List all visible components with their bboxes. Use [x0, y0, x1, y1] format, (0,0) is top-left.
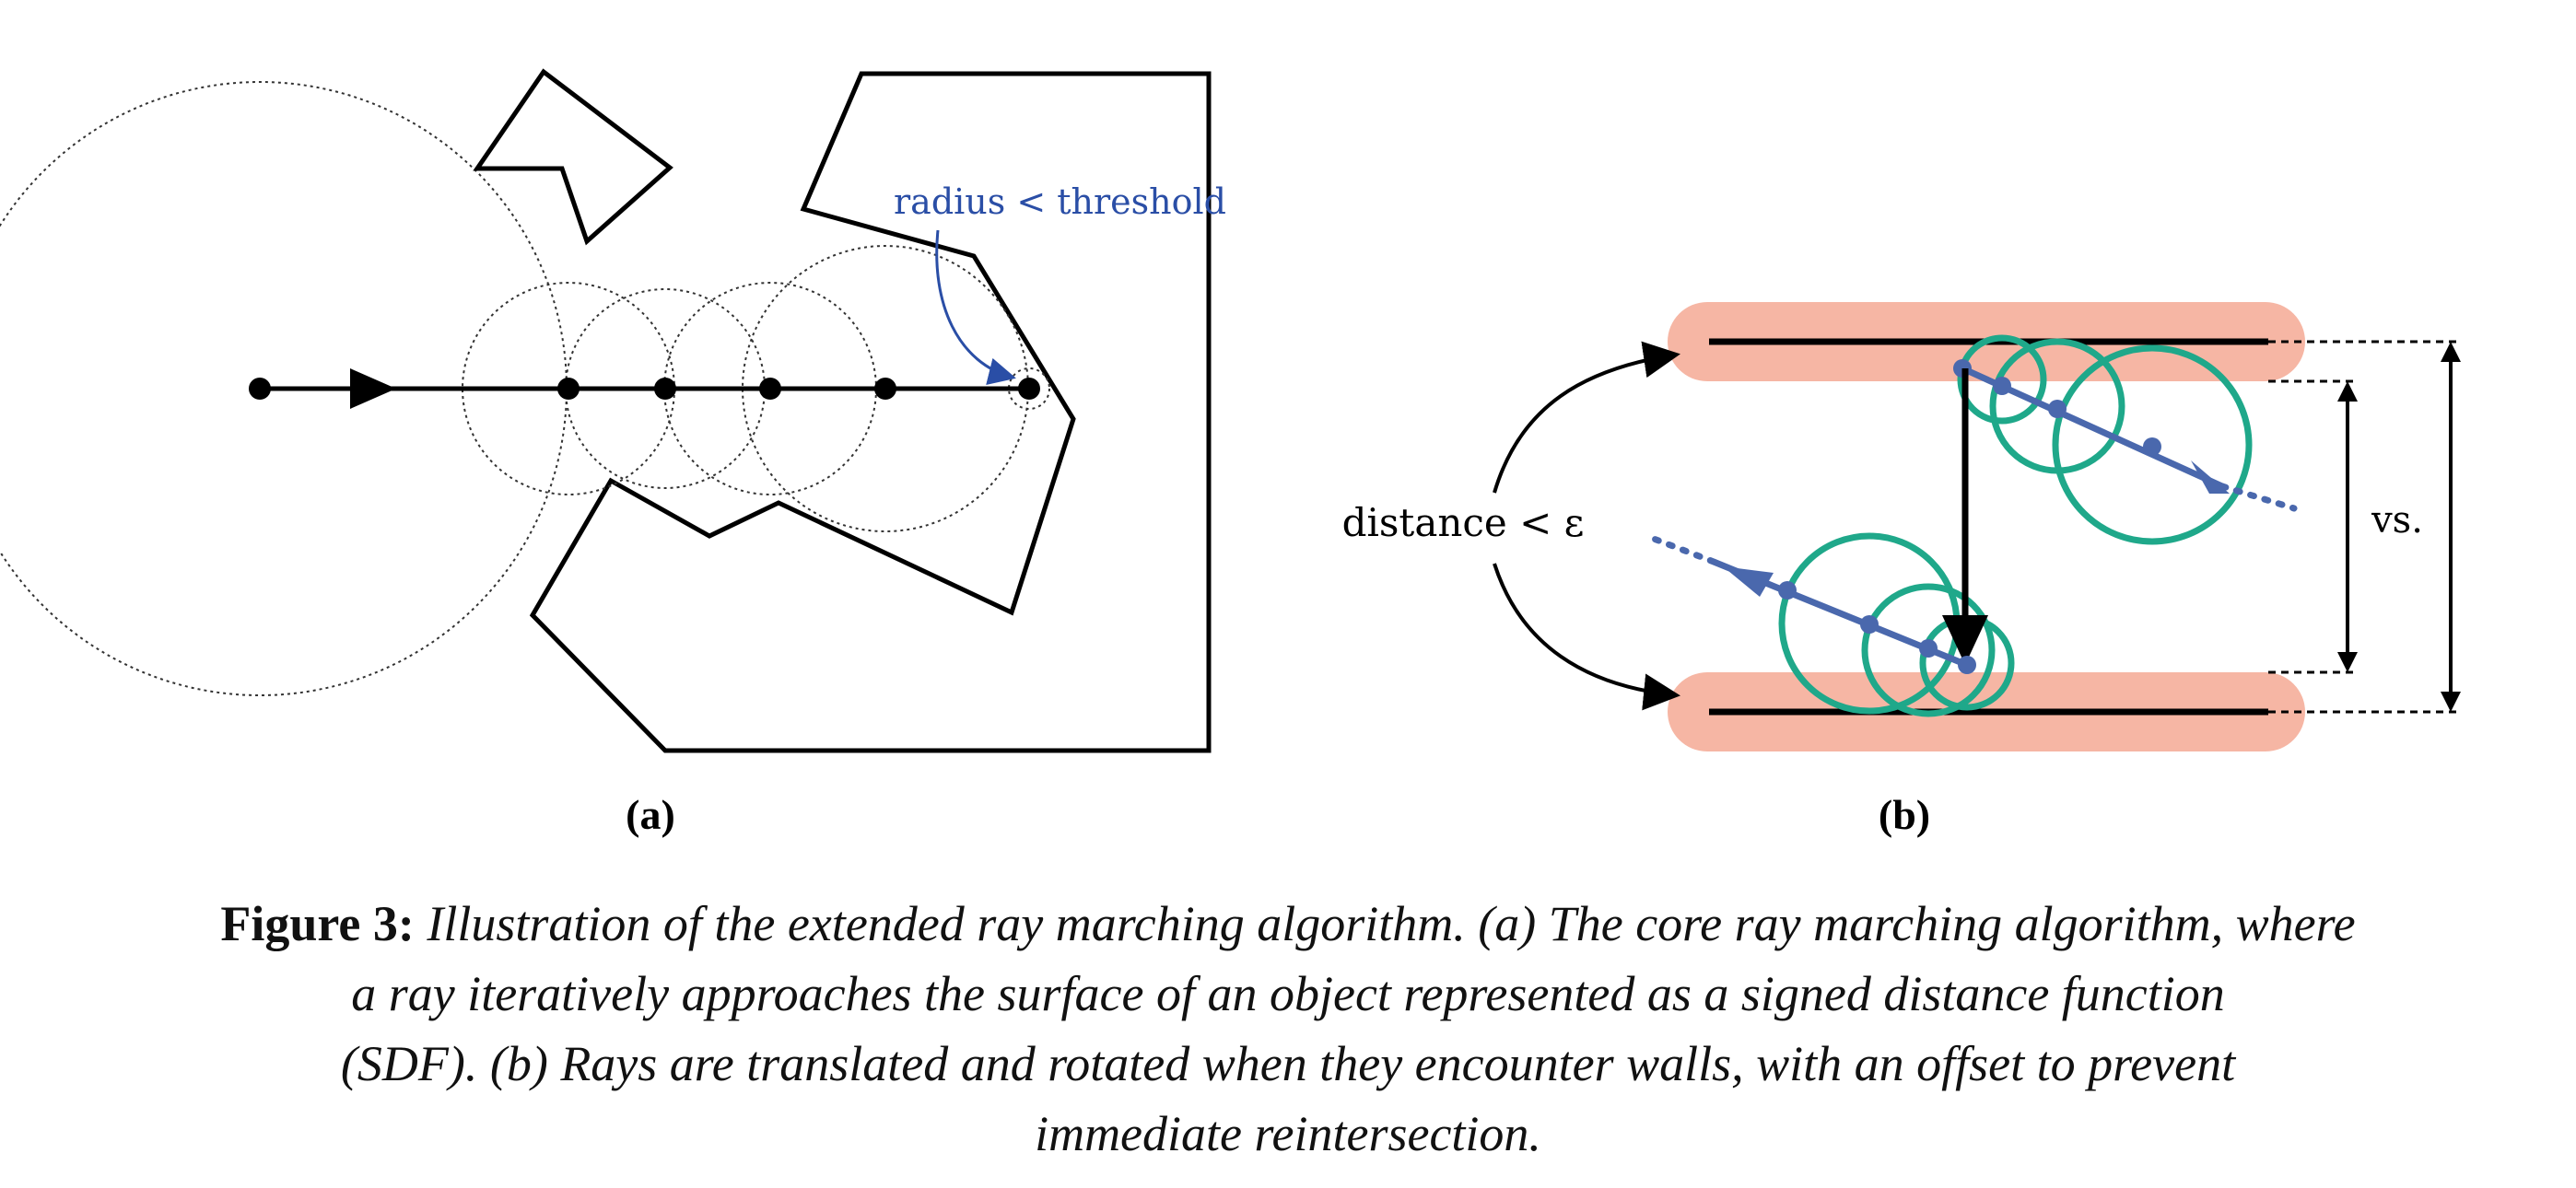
top-march-circle-3: [2052, 344, 2253, 545]
top-march-circle-1: [1957, 334, 2047, 425]
distance-arrow-to-top-wall: [1493, 341, 1680, 494]
panel-b: vs. distance < ε (b): [1342, 302, 2462, 838]
top-ray-arrow: [2191, 460, 2230, 494]
bottom-ray-point-1: [1958, 656, 1976, 674]
top-ray-point-3: [2048, 400, 2067, 418]
outer-arrow-head-bottom: [2441, 692, 2461, 712]
top-ray-point-4: [2143, 437, 2161, 456]
ray-step-point-1: [557, 378, 580, 400]
bottom-ray-dotted-tail: [1650, 535, 1717, 565]
caption-line-1: Figure 3: Illustration of the extended r…: [37, 889, 2539, 959]
ray-direction-arrow: [350, 368, 396, 409]
translation-arrow-head: [1942, 615, 1988, 665]
caption-line-2: a ray iteratively approaches the surface…: [351, 966, 2225, 1021]
bottom-ray-point-2: [1919, 639, 1938, 658]
panel-a: radius < threshold (a): [0, 68, 1226, 838]
caption-lead: Figure 3:: [220, 896, 415, 951]
outer-arrow-head-top: [2441, 342, 2461, 362]
bottom-march-circle-2: [1861, 583, 1996, 717]
ray-step-point-4: [874, 378, 896, 400]
small-obstacle: [473, 68, 673, 246]
distance-arrow-to-bottom-wall: [1493, 563, 1680, 711]
ray-step-point-2: [654, 378, 676, 400]
march-circle-5: [1008, 367, 1050, 410]
bottom-ray-point-3: [1860, 615, 1879, 634]
figure-caption: Figure 3: Illustration of the extended r…: [37, 889, 2539, 1169]
top-ray-point-2: [1993, 377, 2011, 395]
vs-label: vs.: [2371, 499, 2423, 542]
inner-arrow-head-bottom: [2337, 652, 2358, 672]
distance-epsilon-label: distance < ε: [1342, 500, 1585, 545]
top-ray-dotted-tail: [2219, 483, 2298, 512]
ray-origin-point: [249, 378, 271, 400]
caption-line-3: (SDF). (b) Rays are translated and rotat…: [340, 1036, 2236, 1091]
bottom-ray-arrow: [1723, 566, 1774, 597]
bottom-ray-point-4: [1778, 581, 1797, 600]
large-obstacle-right: [529, 71, 1212, 753]
annotation-arrow: [935, 229, 1016, 385]
panel-a-label: (a): [626, 791, 675, 838]
panel-b-label: (b): [1879, 791, 1930, 838]
ray-step-point-5: [1018, 378, 1040, 400]
radius-threshold-annotation: radius < threshold: [894, 181, 1226, 222]
inner-arrow-head-top: [2337, 381, 2358, 402]
ray-step-point-3: [759, 378, 781, 400]
caption-text-1: Illustration of the extended ray marchin…: [427, 896, 2356, 951]
caption-line-4: immediate reintersection.: [1035, 1106, 1541, 1161]
